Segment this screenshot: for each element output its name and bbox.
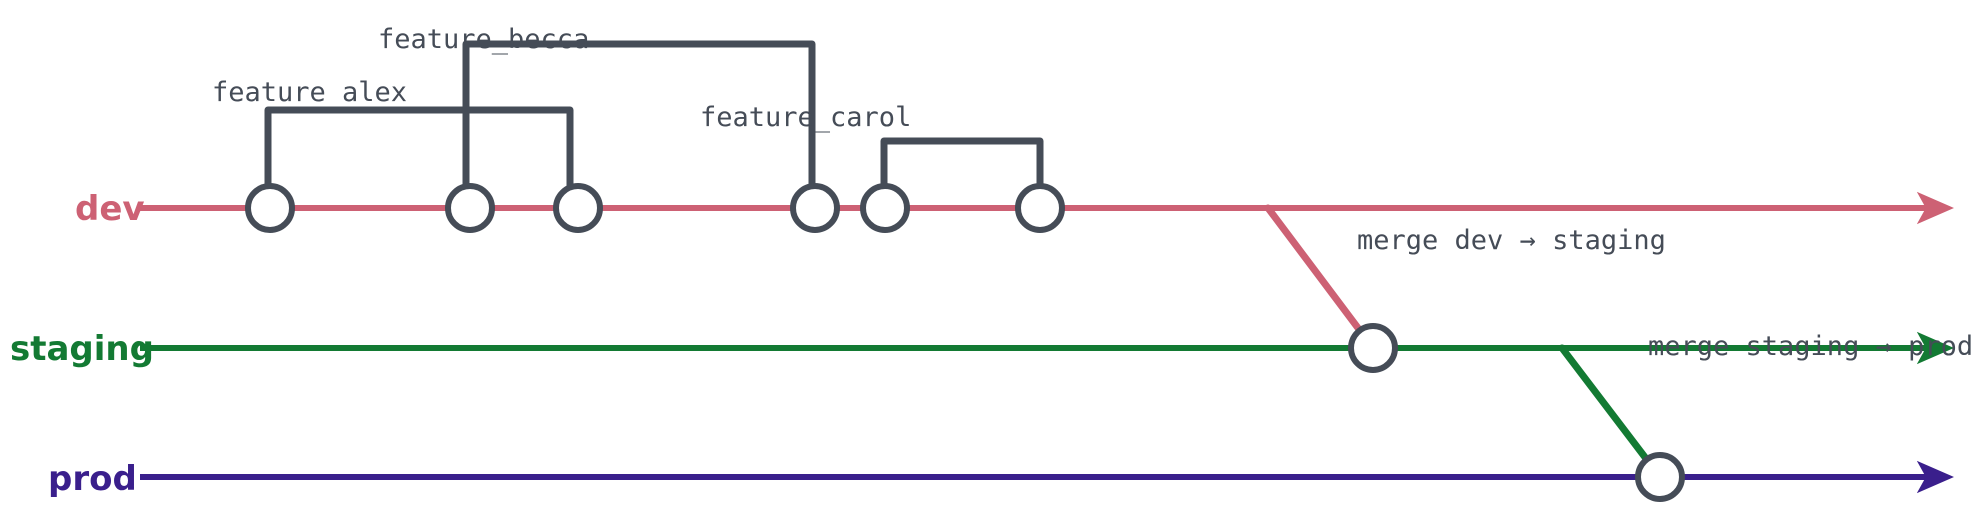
commit-node-dev-4[interactable]: [790, 183, 840, 233]
merge-lines-group: [1264, 204, 1664, 481]
bracket-path-becca: [462, 40, 816, 194]
merge-label-dev-staging: merge dev → staging: [1357, 225, 1666, 256]
merge-labels-group: merge dev → staging merge staging → prod: [1357, 225, 1973, 362]
feature-label-carol: feature_carol: [700, 102, 911, 133]
feature-bracket-becca: feature_becca: [378, 24, 816, 194]
feature-brackets-group: feature_alex feature_becca feature_carol: [212, 24, 1044, 194]
merge-line-staging-prod: [1558, 344, 1664, 481]
branch-label-prod: prod: [48, 459, 137, 499]
branch-labels-group: dev staging prod: [10, 189, 154, 499]
commit-node-dev-5[interactable]: [860, 183, 910, 233]
branch-label-dev: dev: [75, 189, 145, 229]
commit-nodes-group: [245, 183, 1685, 502]
merge-line-dev-staging: [1264, 204, 1377, 352]
feature-bracket-carol: feature_carol: [700, 102, 1044, 194]
commit-node-dev-3[interactable]: [553, 183, 603, 233]
feature-bracket-alex: feature_alex: [212, 77, 574, 194]
commit-node-dev-1[interactable]: [245, 183, 295, 233]
commit-node-dev-6[interactable]: [1015, 183, 1065, 233]
bracket-path-carol: [880, 137, 1044, 194]
feature-label-becca: feature_becca: [378, 24, 589, 55]
commit-node-prod-1[interactable]: [1635, 452, 1685, 502]
bracket-path-alex: [264, 106, 574, 194]
commit-node-dev-2[interactable]: [445, 183, 495, 233]
commit-node-staging-1[interactable]: [1348, 323, 1398, 373]
branch-label-staging: staging: [10, 329, 154, 369]
feature-label-alex: feature_alex: [212, 77, 407, 108]
merge-label-staging-prod: merge staging → prod: [1648, 331, 1973, 362]
